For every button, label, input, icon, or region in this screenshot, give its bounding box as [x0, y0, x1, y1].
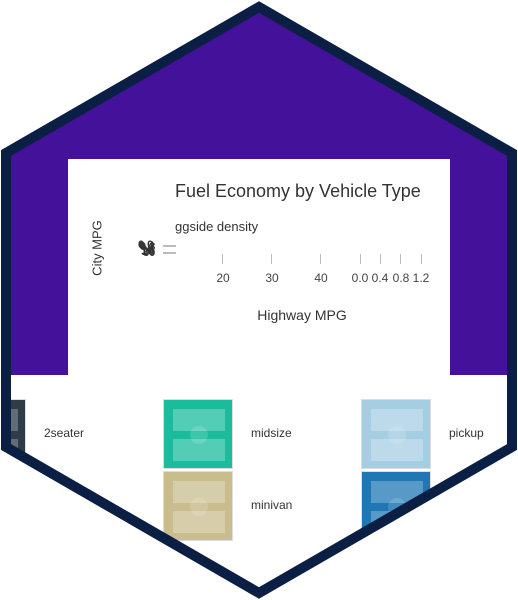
x-axis-label: Highway MPG: [257, 307, 347, 323]
legend-item: minivan: [163, 471, 363, 543]
legend-label: minivan: [251, 498, 293, 512]
chart-title: Fuel Economy by Vehicle Type: [175, 181, 421, 201]
x-tick-mark: [271, 254, 272, 264]
side-tick-label: 0.4: [371, 271, 389, 285]
side-tick-label: 1.2: [412, 271, 430, 285]
legend-item: compact: [0, 471, 156, 543]
legend-item: pickup: [361, 399, 518, 471]
y-tick-label: 30: [143, 247, 156, 259]
legend-item: subcompact: [361, 471, 518, 543]
legend-label: compact: [44, 498, 90, 512]
x-tick-mark: [320, 254, 321, 264]
y-tick-mark: [163, 245, 176, 247]
side-tick-label: 0.8: [392, 271, 410, 285]
legend-swatch: [361, 399, 431, 469]
side-tick-label: 0.0: [351, 271, 369, 285]
x-tick-mark: [222, 254, 223, 264]
side-tick-mark: [360, 254, 361, 264]
x-tick-label: 20: [216, 271, 230, 285]
legend-label: subcompact: [449, 498, 514, 512]
legend-swatch: [163, 399, 233, 469]
x-tick-label: 30: [265, 271, 279, 285]
legend-item: midsize: [163, 399, 363, 471]
x-tick-label: 40: [314, 271, 328, 285]
legend-label: 2seater: [44, 426, 85, 440]
side-tick-mark: [400, 254, 401, 264]
side-tick-mark: [421, 254, 422, 264]
legend-label: pickup: [449, 426, 484, 440]
legend-swatch: [0, 471, 26, 541]
legend-label: midsize: [251, 426, 292, 440]
legend-item: 2seater: [0, 399, 156, 471]
y-tick-mark: [163, 252, 176, 254]
legend-swatch: [0, 399, 26, 469]
side-tick-mark: [380, 254, 381, 264]
chart-subtitle: ggside density: [175, 219, 259, 234]
y-axis-label: City MPG: [89, 220, 105, 276]
legend-swatch: [361, 471, 431, 541]
legend-swatch: [163, 471, 233, 541]
